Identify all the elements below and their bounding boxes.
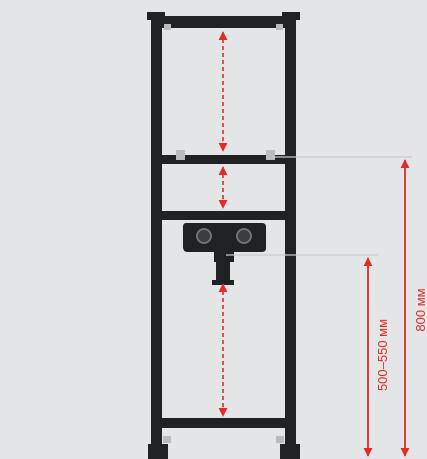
dimension-label-800: 800 мм [413,288,427,331]
drain-pipe [216,256,230,282]
bolt-bottom-left [163,436,171,443]
dimension-arrows [363,159,410,457]
top-rail [151,16,296,28]
dimension-guides [226,156,412,256]
drain-pipe-cap [212,280,234,285]
bolt-mid-left [176,150,185,160]
fitting-left [196,228,212,244]
fitting-right [236,228,252,244]
anchor-bolts [163,24,284,443]
left-upright [151,16,162,459]
bolt-bottom-right [276,436,284,443]
bolt-top-left [164,24,171,30]
connection-plate [183,223,266,285]
upper-mid-rail [151,155,296,164]
bolt-mid-right [266,150,275,160]
right-upright [285,16,296,459]
frame [147,12,300,459]
bottom-rail [151,418,296,428]
left-foot [148,444,168,459]
lower-mid-rail [151,211,296,220]
right-foot [280,444,300,459]
top-left-tab [147,12,165,20]
bolt-top-right [276,24,283,30]
dimension-label-500-550: 500–550 мм [375,319,390,391]
top-right-tab [282,12,300,20]
